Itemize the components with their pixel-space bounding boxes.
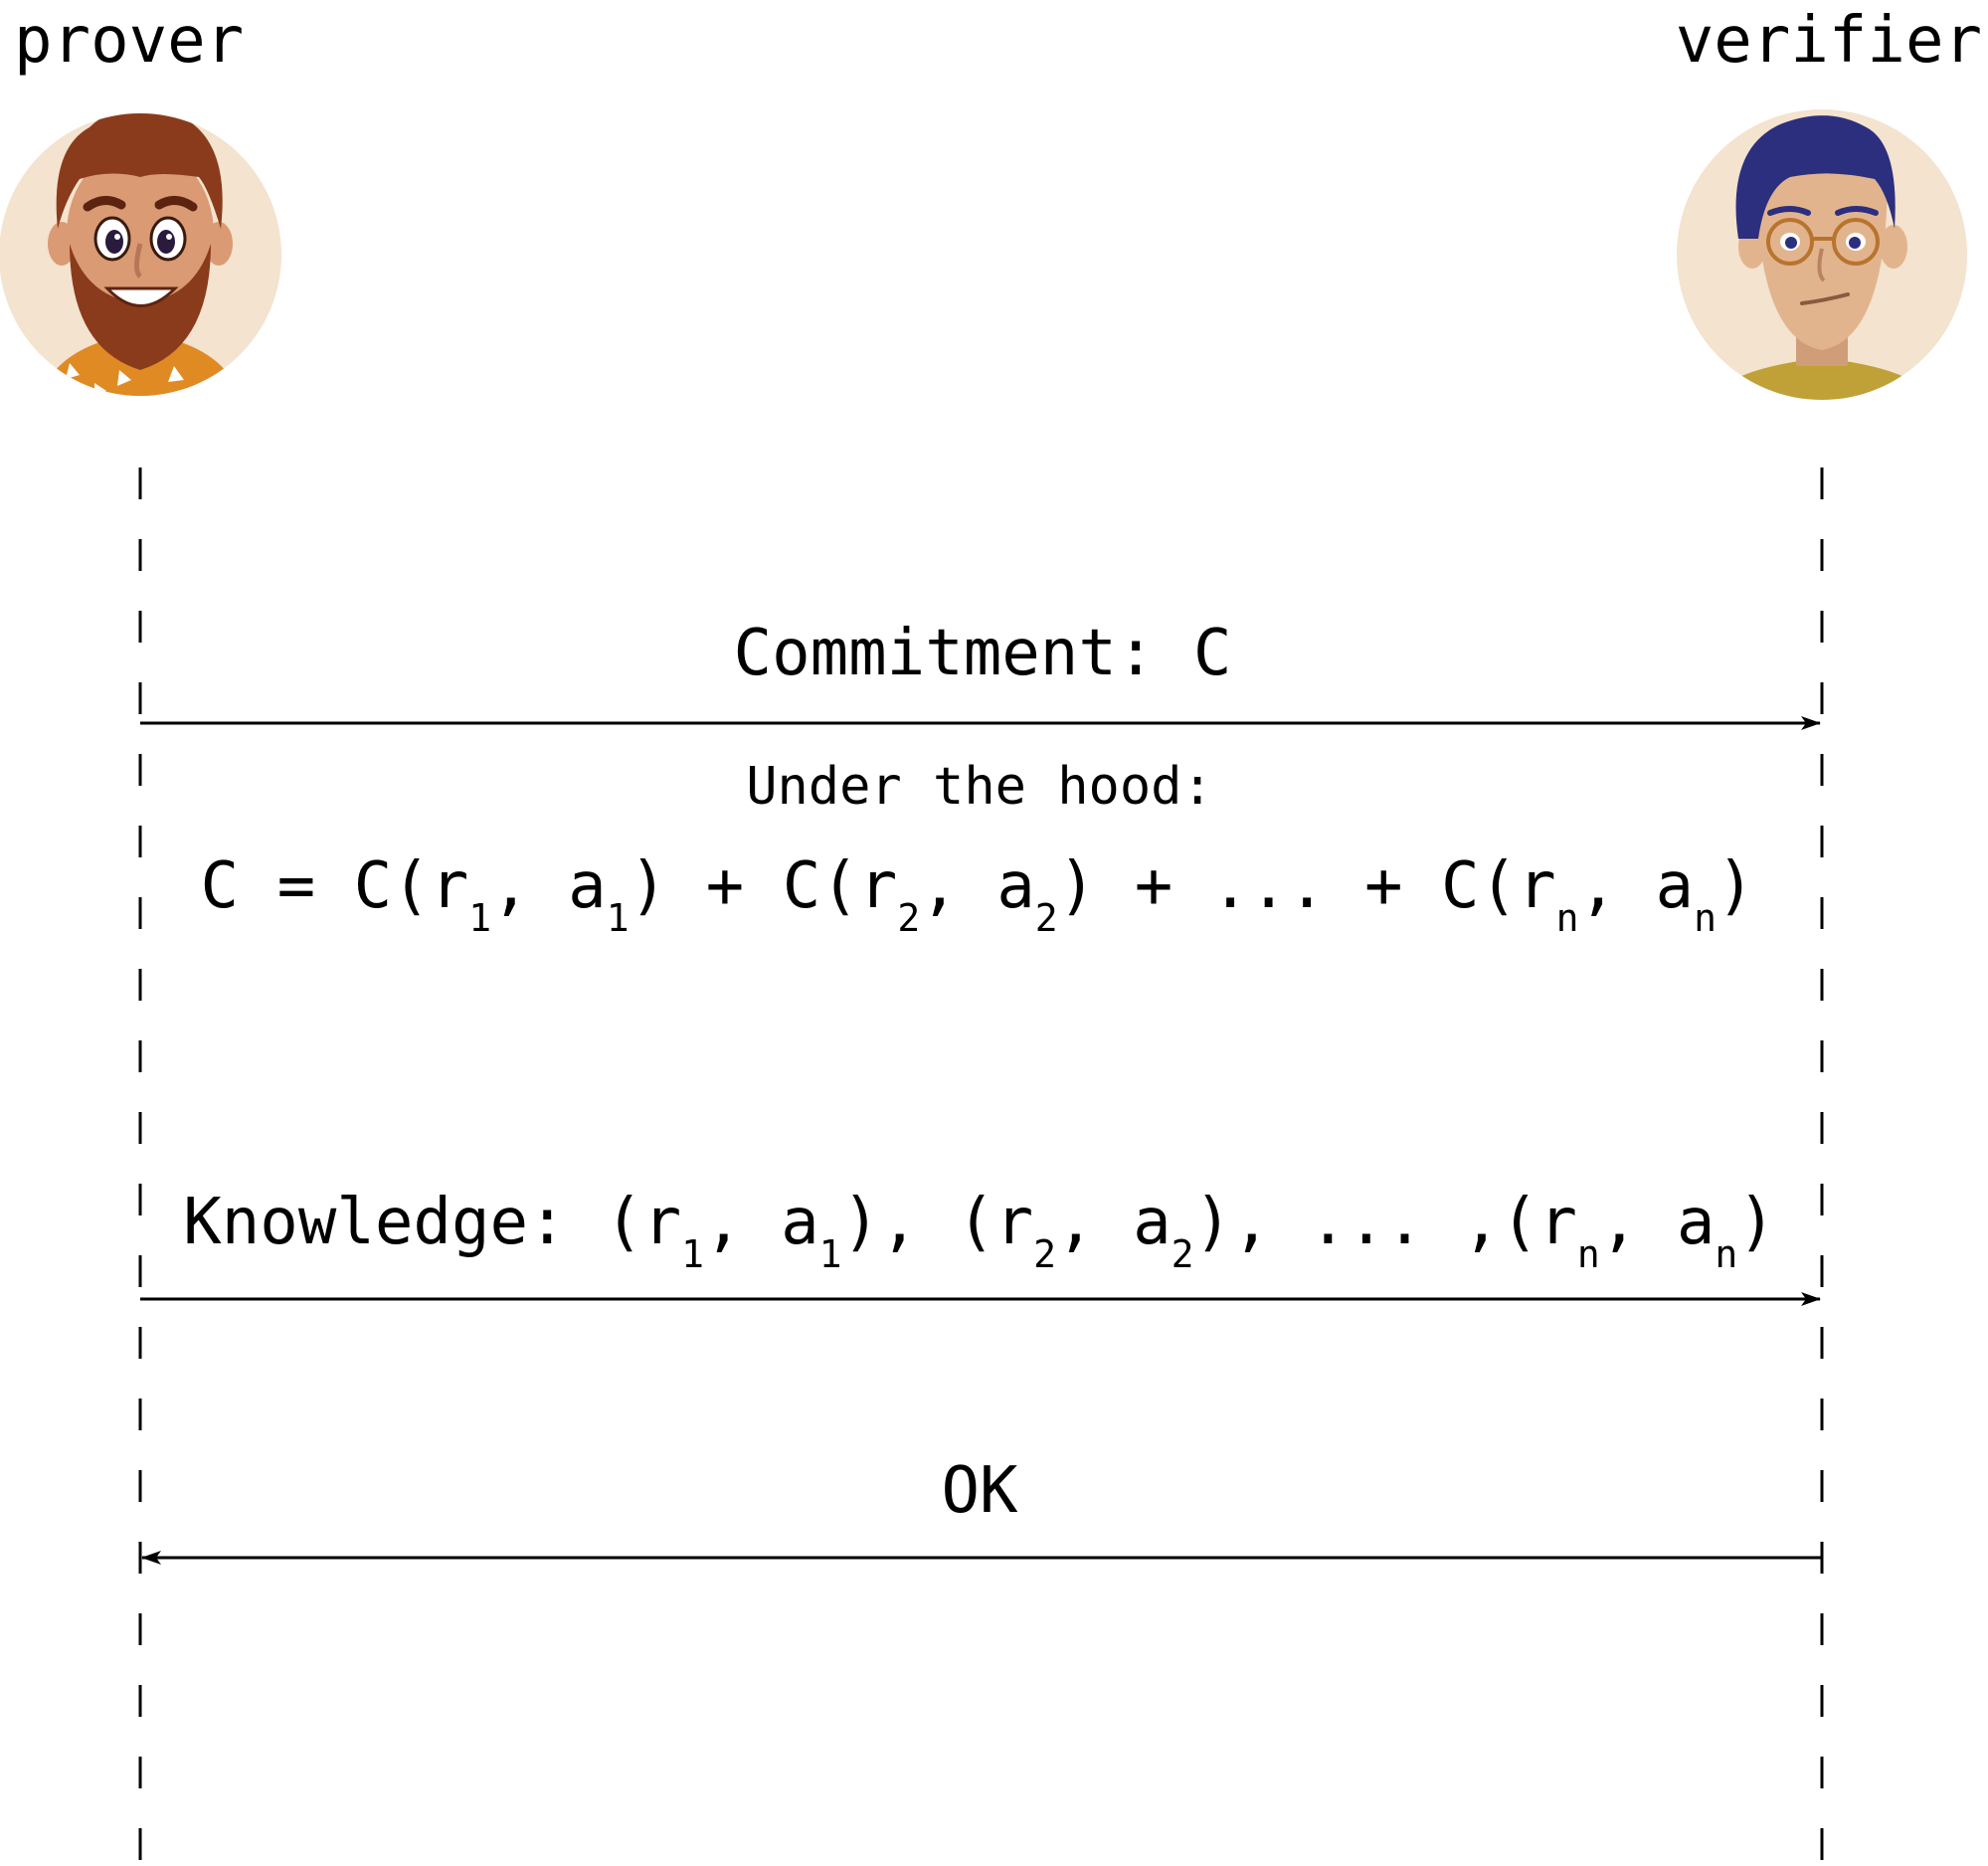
knowledge-label: Knowledge: (r1, a1), (r2, a2), ... ,(rn,… [183, 1186, 1776, 1276]
man-with-glasses-avatar-icon [1677, 109, 1967, 400]
ok-label: OK [941, 1454, 1018, 1528]
bearded-man-avatar-icon [0, 113, 281, 396]
commitment-formula: C = C(r1, a1) + C(r2, a2) + ... + C(rn, … [201, 849, 1755, 940]
under-the-hood-label: Under the hood: [746, 757, 1213, 817]
verifier-label: verifier [1676, 4, 1982, 78]
commitment-label: Commitment: C [734, 617, 1232, 690]
prover-label: prover [14, 4, 244, 78]
